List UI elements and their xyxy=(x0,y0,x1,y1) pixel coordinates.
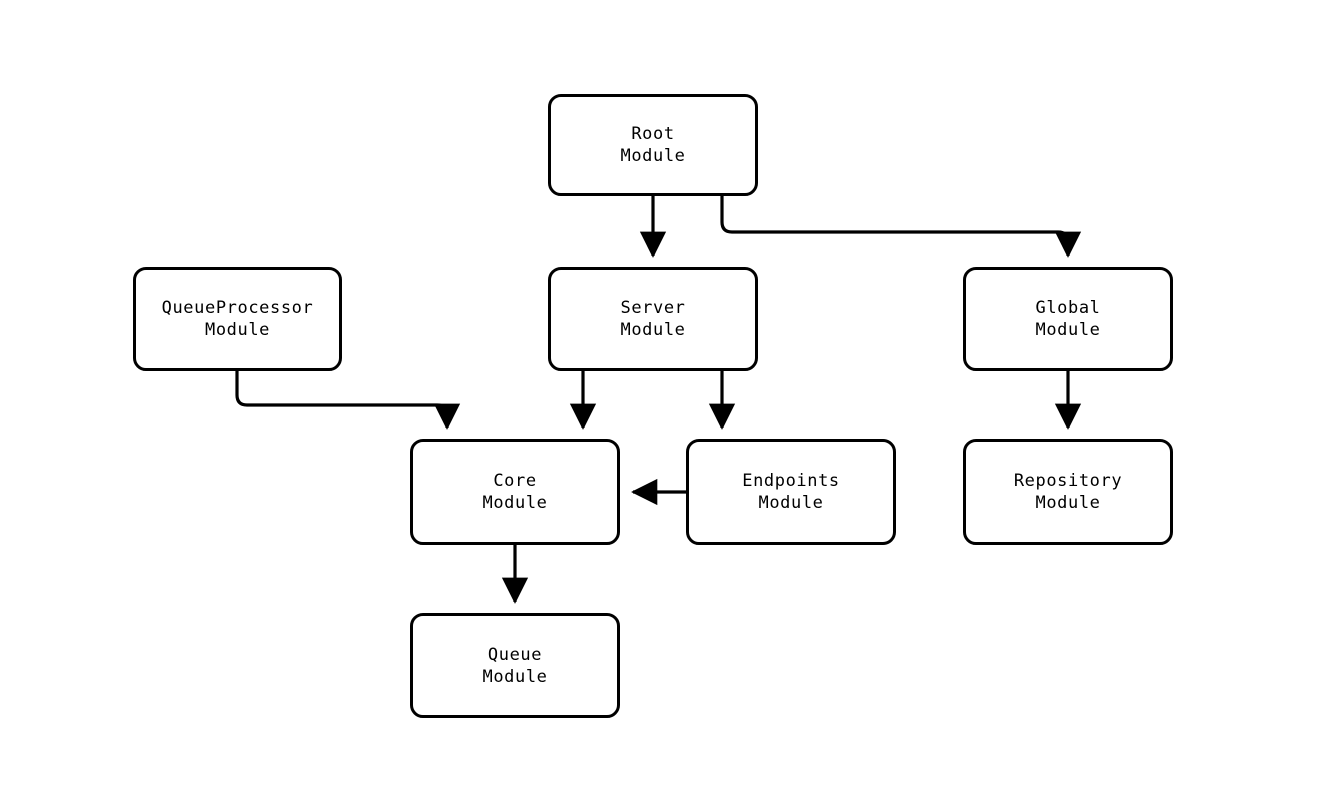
node-queueprocessor-module-line1: QueueProcessor xyxy=(161,298,314,318)
edge-queueprocessor-to-core xyxy=(235,371,461,430)
node-queue-module[interactable]: Queue Module xyxy=(410,613,620,718)
node-core-module-line1: Core xyxy=(493,471,537,491)
node-queue-module-line1: Queue xyxy=(487,644,543,665)
node-endpoints-module-line2: Module xyxy=(758,493,824,513)
node-server-module-line2: Module xyxy=(620,320,686,340)
node-root-module-line2: Module xyxy=(620,146,686,166)
node-core-module[interactable]: Core Module xyxy=(410,439,620,545)
node-queue-module-line2: Module xyxy=(482,666,548,687)
node-server-module-line1: Server xyxy=(620,298,686,318)
node-global-module[interactable]: Global Module xyxy=(963,267,1173,371)
edge-root-to-global xyxy=(720,196,1082,258)
node-queueprocessor-module[interactable]: QueueProcessor Module xyxy=(133,267,342,371)
node-repository-module-line1: Repository xyxy=(1013,471,1123,491)
node-endpoints-module[interactable]: Endpoints Module xyxy=(686,439,896,545)
node-repository-module-line2: Module xyxy=(1035,493,1101,513)
node-repository-module[interactable]: Repository Module xyxy=(963,439,1173,545)
node-endpoints-module-line1: Endpoints xyxy=(742,471,840,491)
node-global-module-line1: Global xyxy=(1035,298,1101,318)
node-root-module-line1: Root xyxy=(631,124,675,144)
node-queueprocessor-module-line2: Module xyxy=(204,320,270,340)
node-root-module[interactable]: Root Module xyxy=(548,94,758,196)
node-server-module[interactable]: Server Module xyxy=(548,267,758,371)
node-core-module-line2: Module xyxy=(482,493,548,513)
node-global-module-line2: Module xyxy=(1035,320,1101,340)
